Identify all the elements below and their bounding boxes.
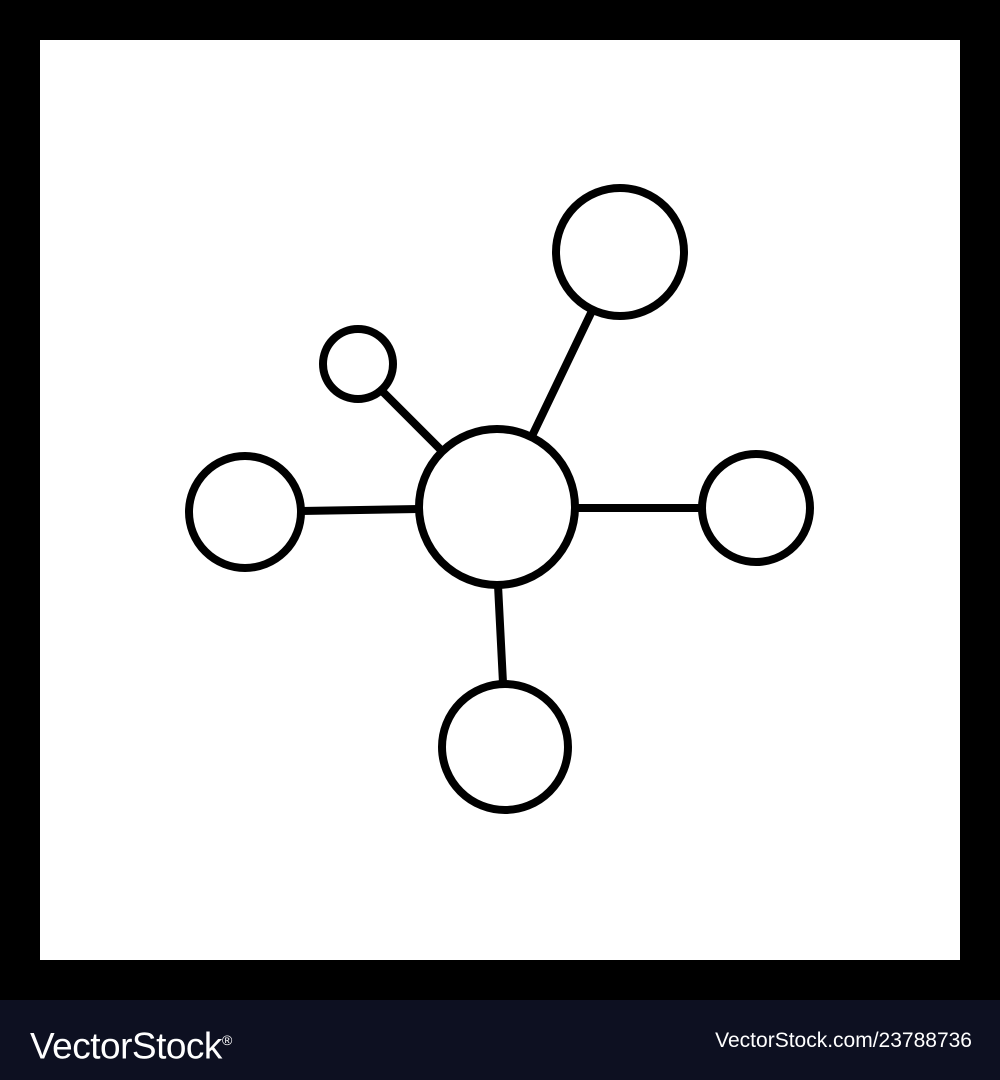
- network-hub-icon: [185, 184, 814, 814]
- nodes: [185, 184, 814, 814]
- left-node: [185, 452, 305, 572]
- brand-name: VectorStock: [30, 1025, 222, 1067]
- bottom-node: [438, 680, 572, 814]
- connector-lines: [297, 309, 706, 687]
- image-credit: VectorStock.com/23788736: [715, 1029, 972, 1052]
- small-upper-left-node: [319, 325, 397, 403]
- connector-line-top-right: [528, 309, 595, 440]
- watermark-bar: VectorStock® VectorStock.com/23788736: [0, 1000, 1000, 1080]
- center-node: [415, 425, 579, 589]
- registered-mark: ®: [221, 1032, 232, 1048]
- vectorstock-logo: VectorStock®: [30, 1018, 232, 1068]
- connector-line-bottom: [494, 581, 507, 687]
- right-node: [698, 450, 814, 566]
- connector-line-left: [297, 505, 423, 515]
- connector-line-upper-left: [379, 388, 445, 454]
- top-right-node: [552, 184, 688, 320]
